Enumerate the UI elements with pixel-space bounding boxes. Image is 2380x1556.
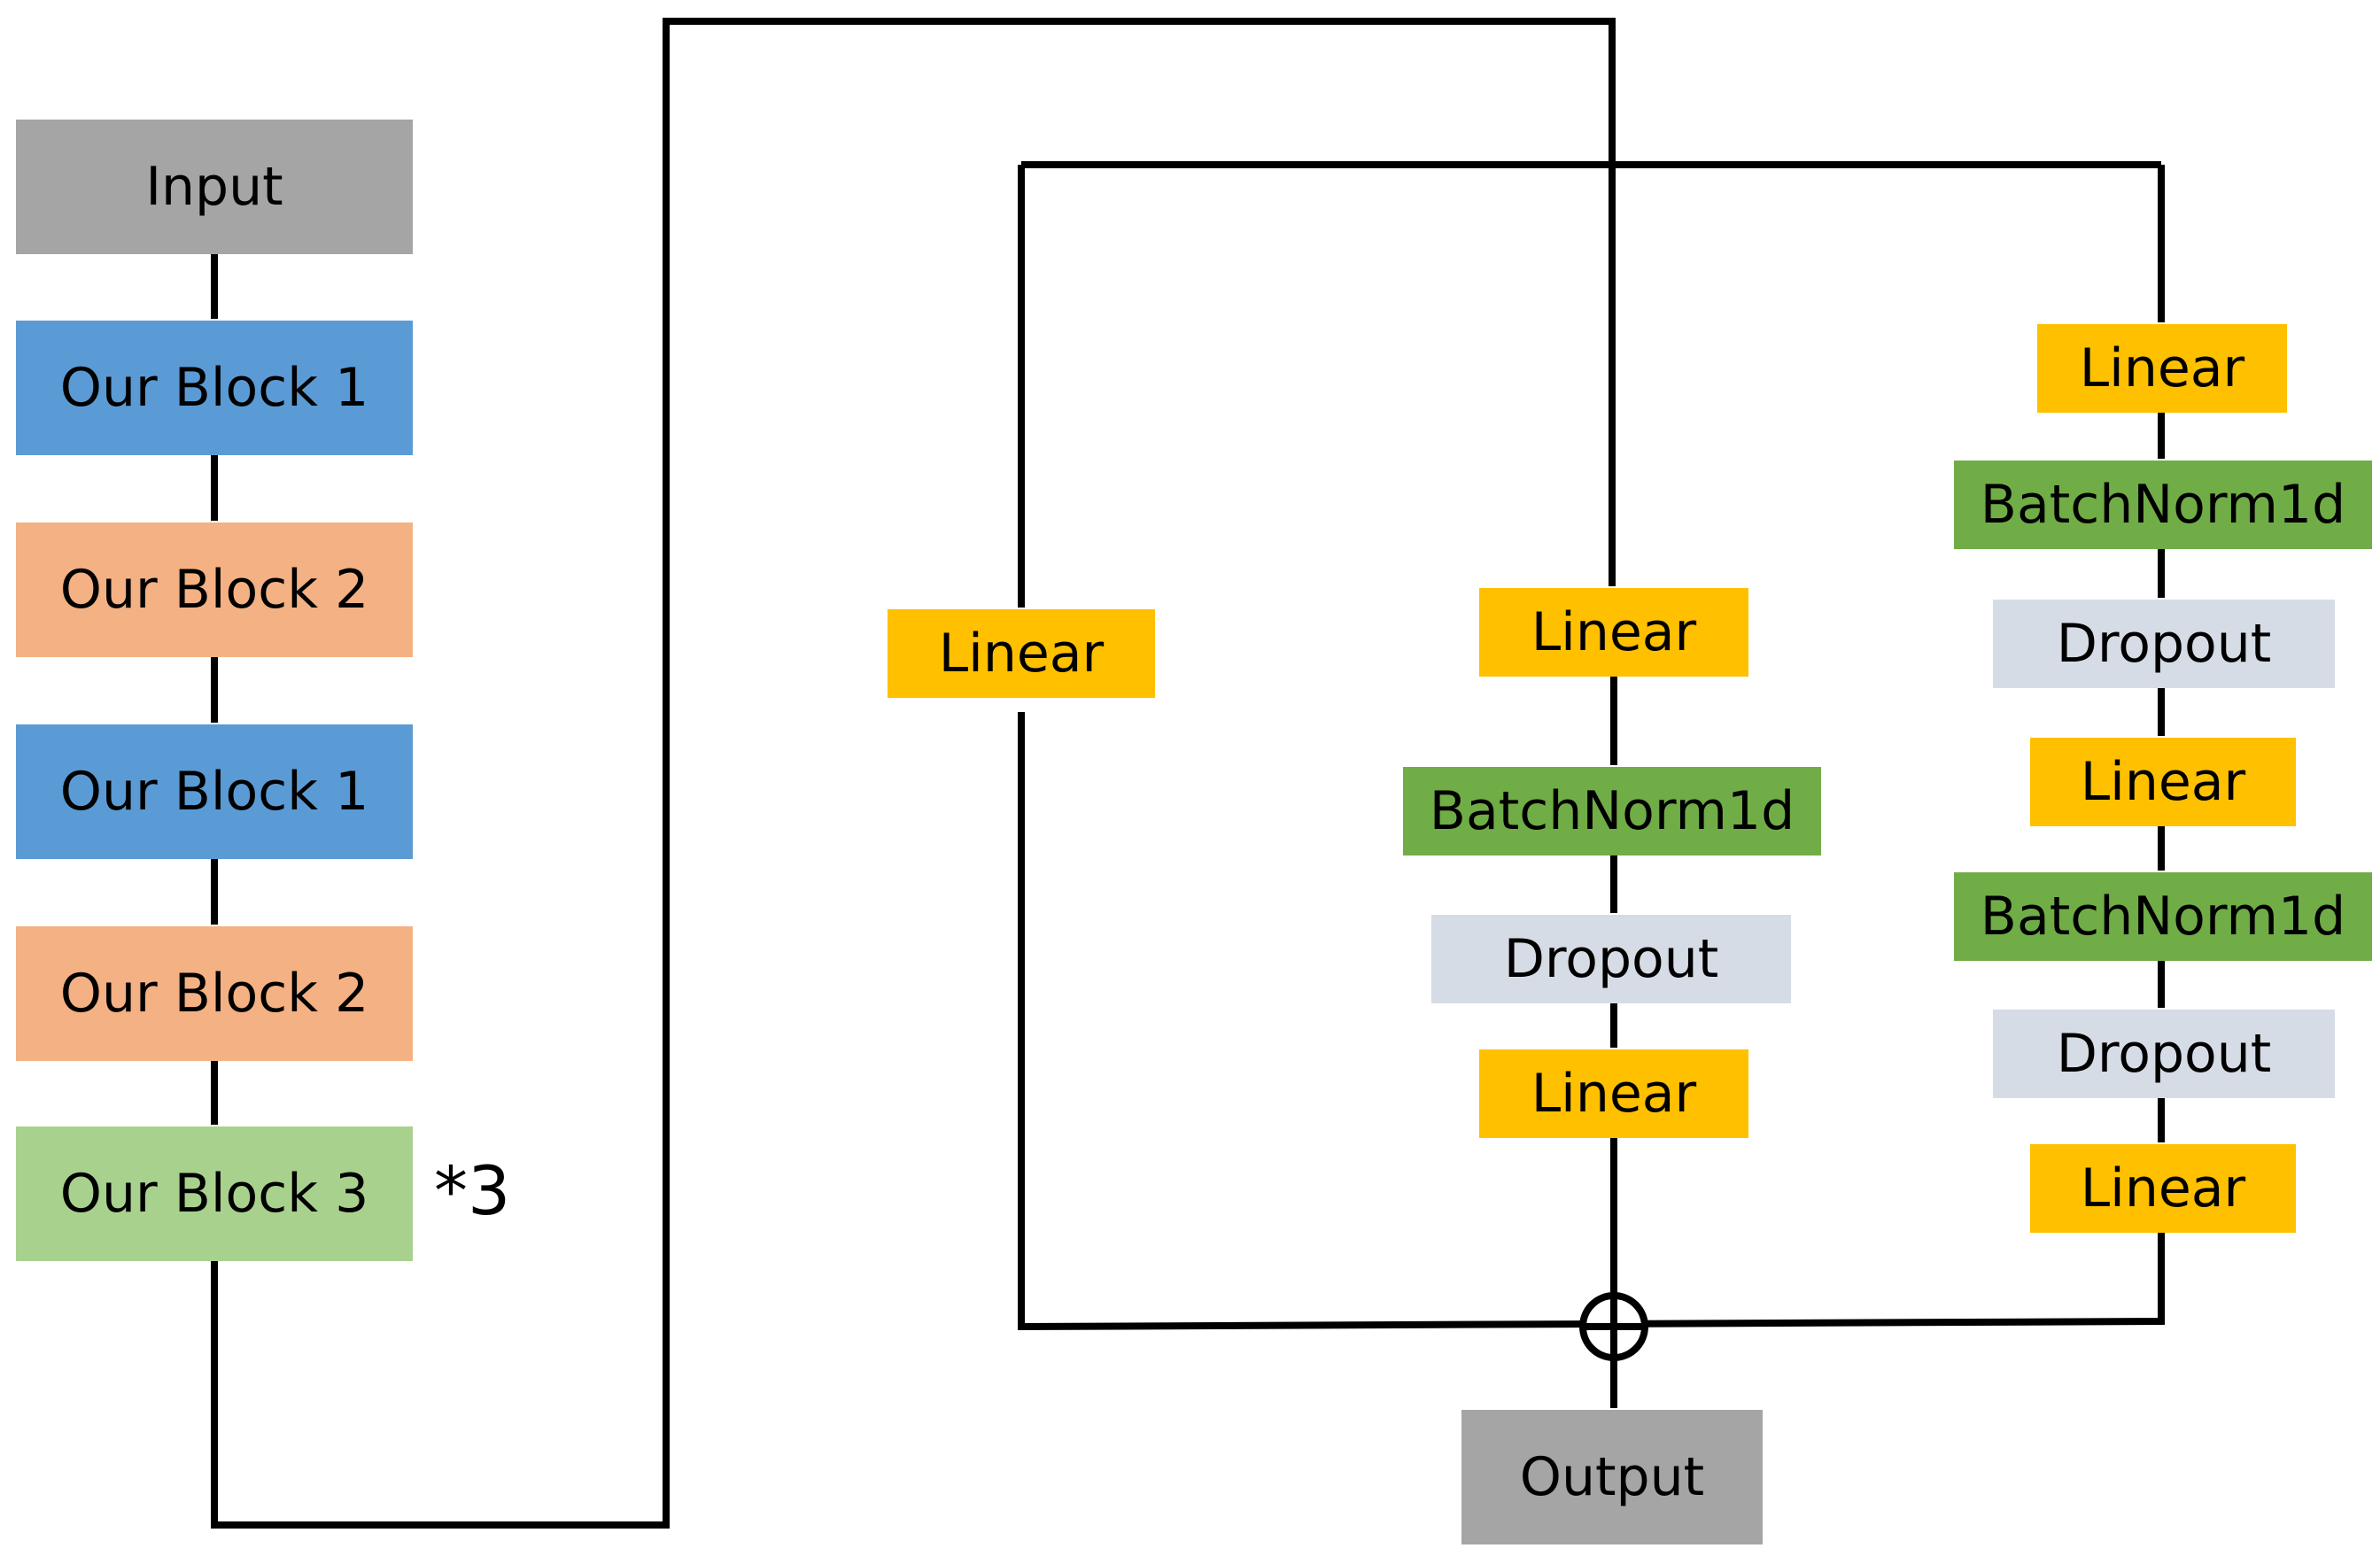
right-batchnorm-node: BatchNorm1d [1954,872,2372,961]
block-2-node: Our Block 2 [16,523,413,657]
sum-node [1579,1292,1648,1361]
right-linear-node: Linear [2037,324,2287,413]
block-1-node: Our Block 1 [16,724,413,859]
right-batchnorm-node: BatchNorm1d [1954,461,2372,549]
right-linear-node: Linear [2030,1144,2296,1233]
right-dropout-node: Dropout [1993,600,2335,688]
middle-batchnorm-node: BatchNorm1d [1403,767,1821,855]
repeat-note: *3 [434,1151,511,1230]
arrow-connector [211,18,1616,1529]
input-node: Input [16,120,413,254]
right-linear-node: Linear [2030,738,2296,826]
output-node: Output [1461,1410,1763,1544]
block-1-node: Our Block 1 [16,321,413,455]
middle-linear-node: Linear [1479,588,1748,677]
skip-linear-node: Linear [888,609,1155,698]
right-dropout-node: Dropout [1993,1010,2335,1098]
middle-linear-node: Linear [1479,1049,1748,1138]
block-2-node: Our Block 2 [16,926,413,1061]
block-3-node: Our Block 3 [16,1126,413,1261]
middle-dropout-node: Dropout [1431,915,1791,1003]
